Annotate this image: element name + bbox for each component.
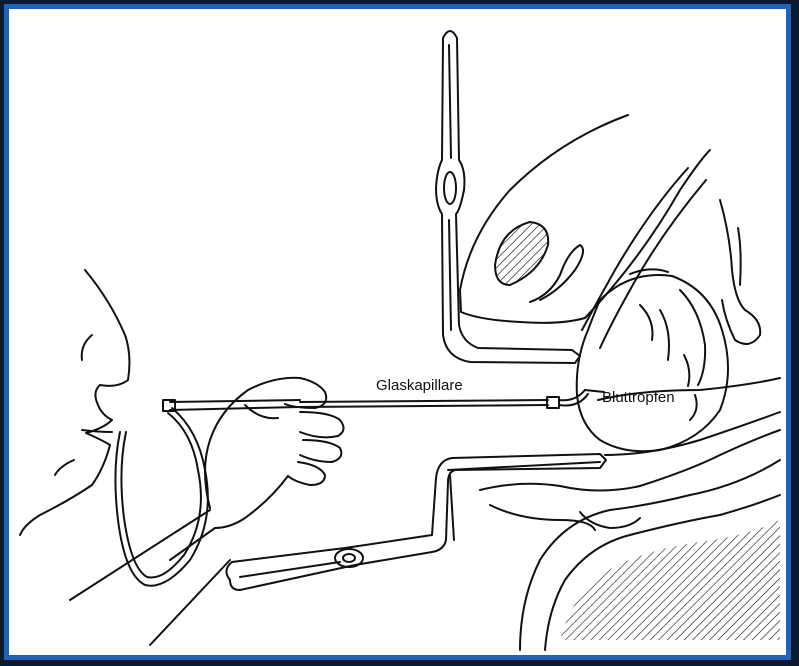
lower-speculum [226,454,606,590]
label-glass-capillary: Glaskapillare [376,377,463,394]
obstetric-illustration: Glaskapillare Bluttropfen [9,9,786,655]
upper-speculum [436,31,580,363]
label-blood-drop: Bluttropfen [602,389,675,406]
examiner-face [20,270,129,535]
lower-anatomy [480,378,780,650]
